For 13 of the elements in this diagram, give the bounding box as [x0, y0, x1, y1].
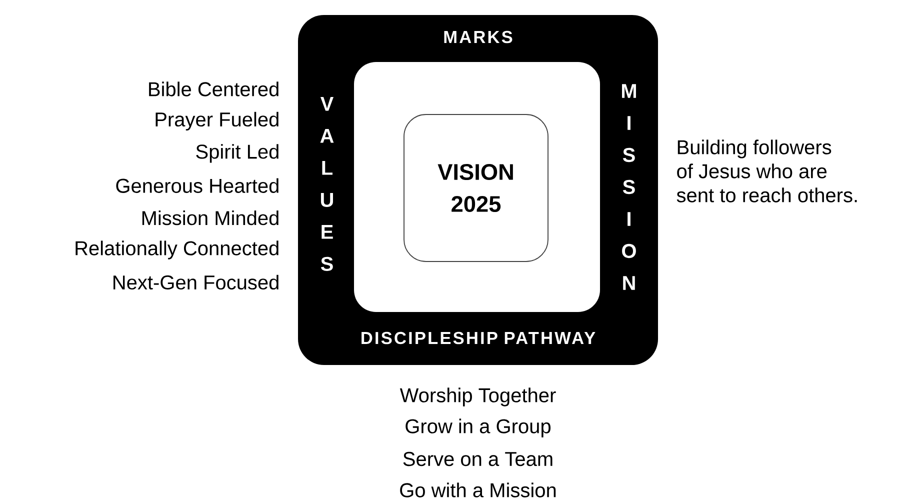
vision-box: VISION 2025 — [404, 114, 548, 262]
list-item: Prayer Fueled — [156, 112, 278, 131]
list-item: Go with a Mission — [400, 482, 556, 498]
list-item: Serve on a Team — [403, 452, 552, 466]
list-item: Worship Together — [400, 388, 556, 406]
list-item: Next-Gen Focused — [114, 274, 278, 290]
list-item: Grow in a Group — [406, 418, 550, 438]
list-item: Generous Hearted — [116, 178, 278, 193]
sentence: Building followers of Jesus who are sent to reach others. — [676, 140, 857, 202]
list-item: Relationally Connected — [76, 240, 278, 260]
list-item: Mission Minded — [142, 210, 278, 226]
list-item: Bible Centered — [149, 82, 278, 96]
list-item: Spirit Led — [196, 144, 278, 163]
